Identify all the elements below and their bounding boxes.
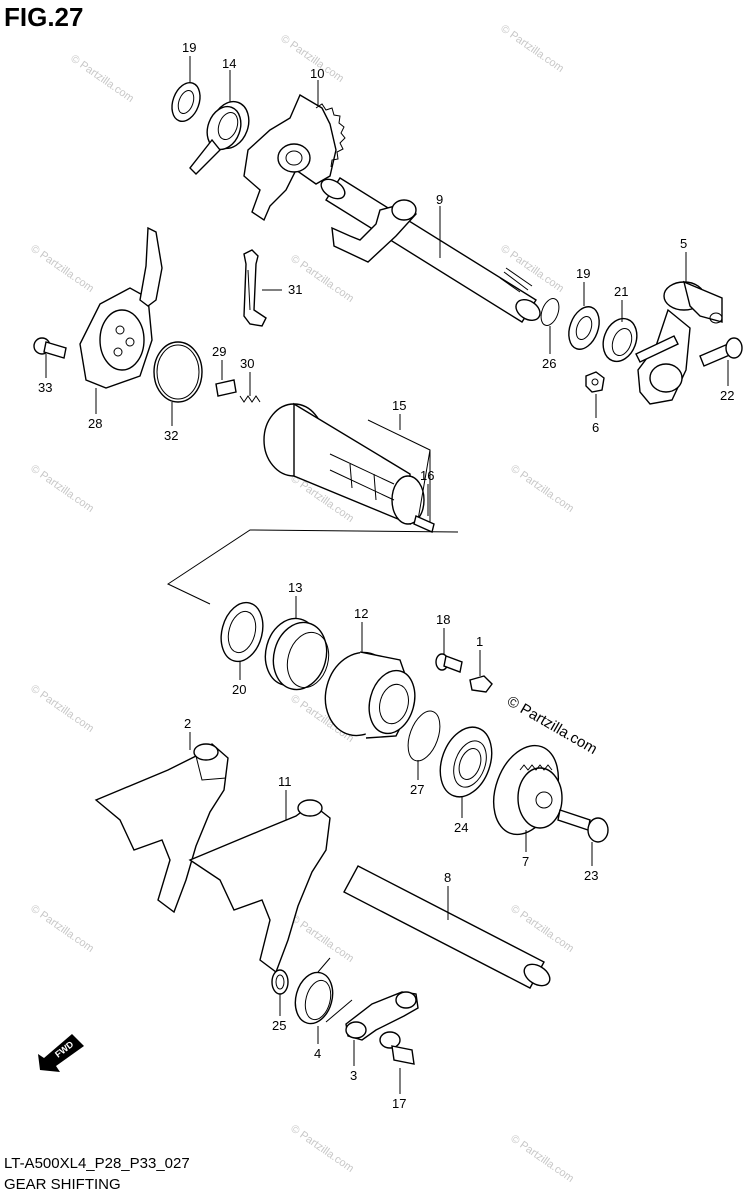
part-4-spring xyxy=(294,957,353,1025)
callout-23: 23 xyxy=(584,868,598,883)
part-9-shift-shaft xyxy=(320,177,541,323)
watermark-text: © Partzilla.com xyxy=(508,1133,576,1185)
callout-1: 1 xyxy=(476,634,483,649)
figure-title: FIG.27 xyxy=(4,2,84,32)
callout-6: 6 xyxy=(592,420,599,435)
part-15-shift-drum xyxy=(263,402,431,530)
part-28-cover xyxy=(79,226,163,389)
leader-lines xyxy=(45,56,729,1094)
callout-14: 14 xyxy=(222,56,236,71)
part-27-circlip xyxy=(407,710,441,762)
front-arrow-icon: FWD xyxy=(38,1034,84,1072)
callout-30: 32 xyxy=(164,428,178,443)
watermark-text: © Partzilla.com xyxy=(288,913,356,965)
part-17-bolt xyxy=(379,1031,415,1065)
callout-10: 10 xyxy=(310,66,324,81)
watermark-text: © Partzilla.com xyxy=(288,253,356,305)
callout-18: 18 xyxy=(436,612,450,627)
callout-19: 19 xyxy=(182,40,196,55)
watermark-text: © Partzilla.com xyxy=(28,683,96,735)
part-22-bolt xyxy=(699,337,743,367)
callout-16: 16 xyxy=(420,468,434,483)
callout-12: 12 xyxy=(354,606,368,621)
part-26-circlip xyxy=(540,298,560,326)
part-19-washer xyxy=(171,81,201,123)
part-21-seal xyxy=(602,317,638,363)
part-8-fork-shaft xyxy=(343,865,551,989)
part-30-o-ring xyxy=(153,341,203,403)
callout-28: 28 xyxy=(88,416,102,431)
watermark-text: © Partzilla.com xyxy=(508,903,576,955)
watermark-text: © Partzilla.com xyxy=(28,463,96,515)
part-16-pin xyxy=(413,515,435,533)
part-33-bolt xyxy=(33,337,67,359)
callout-11: 11 xyxy=(278,774,292,789)
part-29-pin xyxy=(215,379,237,397)
callout-17: 17 xyxy=(392,1096,406,1111)
callout-32: 30 xyxy=(240,356,254,371)
callout-20: 20 xyxy=(232,682,246,697)
watermark-text: © Partzilla.com xyxy=(28,903,96,955)
figure-name: GEAR SHIFTING xyxy=(4,1176,121,1193)
figure-code: LT-A500XL4_P28_P33_027 xyxy=(4,1155,190,1172)
part-5-arm-assembly xyxy=(635,280,723,405)
callout-9: 9 xyxy=(436,192,443,207)
callout-22: 22 xyxy=(720,388,734,403)
part-20-washer xyxy=(220,601,264,663)
callout-27: 27 xyxy=(410,782,424,797)
part-10-shift-arm xyxy=(243,93,346,222)
callout-19b: 19 xyxy=(576,266,590,281)
part-3-arm xyxy=(345,991,419,1041)
part-6-nut xyxy=(585,371,605,393)
watermark-text: © Partzilla.com xyxy=(288,1123,356,1175)
part-32-spring xyxy=(239,395,261,403)
watermark-text: © Partzilla.com xyxy=(68,53,136,105)
watermark-text: © Partzilla.com xyxy=(498,23,566,75)
callout-7: 7 xyxy=(522,854,529,869)
callout-15: 15 xyxy=(392,398,406,413)
callout-3: 3 xyxy=(350,1068,357,1083)
callout-26: 26 xyxy=(542,356,556,371)
assembly-bracket-line xyxy=(166,529,459,605)
part-14-spring xyxy=(189,100,250,175)
callout-labels: 19 14 10 9 31 5 19 21 26 6 22 33 28 29 3… xyxy=(38,40,734,1111)
callout-29: 29 xyxy=(212,344,226,359)
partzilla-watermark: © Partzilla.com xyxy=(504,693,600,758)
callout-8: 8 xyxy=(444,870,451,885)
callout-2: 2 xyxy=(184,716,191,731)
callout-33: 33 xyxy=(38,380,52,395)
callout-31: 31 xyxy=(288,282,302,297)
part-25-washer xyxy=(271,969,289,995)
callout-24: 24 xyxy=(454,820,468,835)
part-18-bolt xyxy=(435,653,463,673)
callout-25: 25 xyxy=(272,1018,286,1033)
part-11-shift-fork xyxy=(188,799,331,974)
callout-21: 21 xyxy=(614,284,628,299)
callout-13: 13 xyxy=(288,580,302,595)
part-7-gear-plate xyxy=(493,744,563,836)
part-2-shift-fork xyxy=(94,743,229,914)
part-24-bearing xyxy=(439,726,493,798)
watermark-text: © Partzilla.com xyxy=(508,463,576,515)
part-12-cam xyxy=(324,651,416,739)
part-13-spring xyxy=(264,617,330,691)
part-31-plate xyxy=(243,249,267,327)
part-19-washer-right xyxy=(568,306,600,350)
watermark-text: © Partzilla.com xyxy=(28,243,96,295)
part-1-washer xyxy=(469,675,493,693)
part-23-bolt xyxy=(557,809,609,843)
callout-5: 5 xyxy=(680,236,687,251)
callout-4: 4 xyxy=(314,1046,321,1061)
